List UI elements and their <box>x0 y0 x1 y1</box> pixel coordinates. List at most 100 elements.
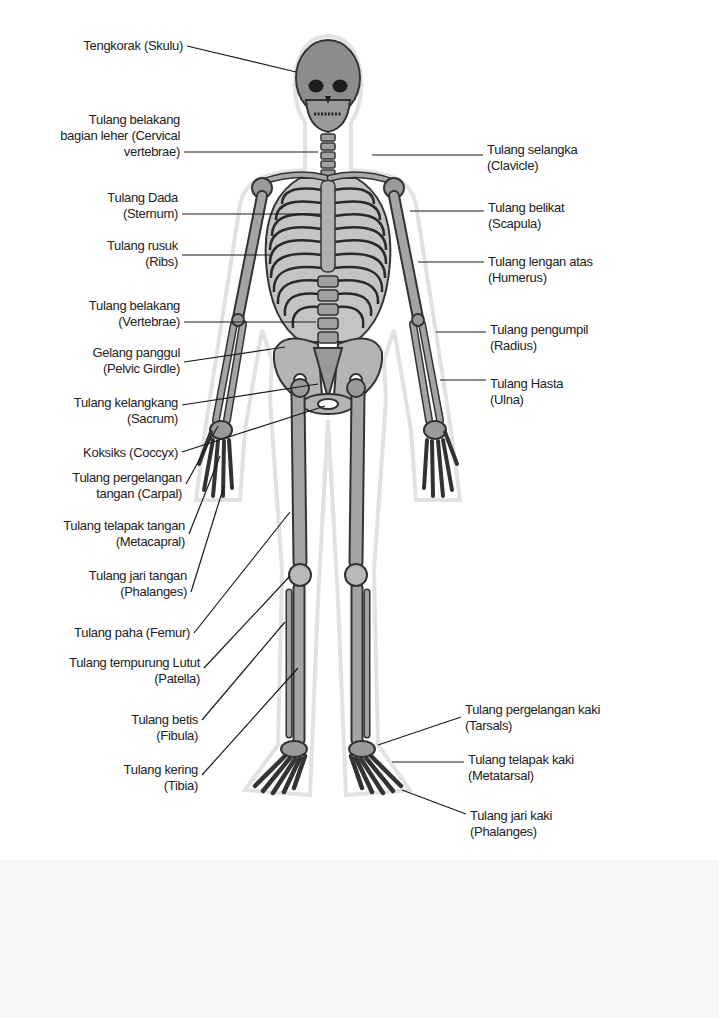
bone-label: Tulang selangka (Clavicle) <box>487 142 599 174</box>
bone-label: Koksiks (Coccyx) <box>83 445 178 461</box>
bone-label: Tulang betis (Fibula) <box>116 712 198 744</box>
rib <box>336 293 371 316</box>
finger <box>229 440 232 488</box>
lumbar-vertebrae <box>318 276 338 343</box>
fibula <box>286 592 293 735</box>
toe <box>351 756 362 788</box>
leader-line <box>202 622 285 720</box>
pelvis <box>274 339 382 414</box>
leader-line <box>184 321 316 322</box>
bone-label: Tulang rusuk (Ribs) <box>93 238 178 270</box>
leader-line <box>410 210 484 211</box>
leader-line <box>378 717 461 745</box>
bone-label: Tulang pengumpil (Radius) <box>490 322 602 354</box>
femur <box>356 394 358 562</box>
bone-label: Tulang tempurung Lutut (Patella) <box>58 655 200 687</box>
bone-label: Tulang telapak tangan (Metacapral) <box>59 518 185 550</box>
tibia <box>353 588 362 740</box>
leader-line <box>182 254 272 255</box>
bone-label: Tulang Hasta (Ulna) <box>490 376 578 408</box>
bone-label: Tulang lengan atas (Humerus) <box>488 254 610 286</box>
leader-line <box>436 331 486 332</box>
toe <box>294 756 305 788</box>
fibula <box>287 592 291 735</box>
leader-line <box>402 790 466 814</box>
shoulder-girdle <box>252 175 404 198</box>
leader-line <box>189 456 220 534</box>
hands <box>199 421 457 496</box>
thumb <box>199 432 211 464</box>
skull-jaw <box>306 100 350 132</box>
eye-socket <box>333 80 348 93</box>
humerus <box>394 196 418 318</box>
ulna <box>413 324 429 420</box>
clavicle <box>262 175 326 182</box>
bone-label: Tulang telapak kaki (Metatarsal) <box>468 752 595 784</box>
vertebra <box>318 304 338 315</box>
ulna <box>227 324 243 420</box>
leader-line <box>418 261 484 262</box>
bone-label: Tulang belikat (Scapula) <box>488 200 590 232</box>
ulna <box>227 324 243 420</box>
fibula <box>364 592 371 735</box>
vertebra <box>321 134 335 141</box>
bone-label: Tulang pergelangan kaki (Tarsals) <box>465 702 617 734</box>
patella <box>289 564 311 586</box>
leader-line <box>204 576 290 668</box>
bone-label: Tulang kelangkang (Sacrum) <box>66 395 178 427</box>
femur <box>298 394 300 562</box>
bone-label: Gelang panggul (Pelvic Girdle) <box>80 345 180 377</box>
sternum <box>321 180 335 272</box>
leader-line <box>392 761 464 762</box>
clavicle <box>330 175 394 182</box>
carpals <box>210 421 232 439</box>
elbow-joint <box>232 314 244 326</box>
finger <box>432 441 433 496</box>
finger <box>438 441 443 496</box>
femur <box>356 394 358 562</box>
leader-line <box>191 486 224 592</box>
bone-label: Tulang jari tangan (Phalanges) <box>65 568 187 600</box>
toes <box>255 756 401 793</box>
leader-line <box>440 379 486 380</box>
legs <box>289 379 367 740</box>
body-outline <box>196 36 460 795</box>
bone-label: Tulang pergelangan tangan (Carpal) <box>60 470 182 502</box>
fingers <box>199 432 457 496</box>
clavicle <box>330 175 394 182</box>
tibia <box>295 588 304 740</box>
leader-line <box>187 46 296 72</box>
tibia <box>351 588 364 740</box>
leader-line <box>182 406 325 452</box>
leader-line <box>184 347 285 362</box>
leader-line <box>202 668 298 775</box>
rib <box>334 280 378 304</box>
leader-line <box>194 512 290 633</box>
clavicle <box>262 175 326 182</box>
vertebra <box>321 161 335 168</box>
vertebra <box>318 276 338 287</box>
rib-cage <box>266 178 391 342</box>
leader-line <box>186 426 218 484</box>
leader-lines <box>182 46 486 814</box>
rib <box>338 307 363 328</box>
bone-label: Tulang paha (Femur) <box>74 625 190 641</box>
tibia <box>293 588 306 740</box>
teeth <box>314 113 342 116</box>
vertebra <box>318 332 338 343</box>
skull <box>296 40 360 132</box>
arms <box>216 196 440 420</box>
rib <box>285 293 320 316</box>
bone-label: Tengkorak (Skulu) <box>83 38 183 54</box>
femur <box>298 394 300 562</box>
feet <box>255 741 401 793</box>
vertebra <box>318 290 338 301</box>
bone-label: Tulang kering (Tibia) <box>108 762 198 794</box>
cervical-vertebrae <box>321 134 335 177</box>
bone-label: Tulang Dada (Sternum) <box>93 190 178 222</box>
body-outline-path <box>196 36 460 795</box>
bone-label: Tulang jari kaki (Phalanges) <box>470 808 578 840</box>
rib-cage-outline <box>266 178 391 342</box>
